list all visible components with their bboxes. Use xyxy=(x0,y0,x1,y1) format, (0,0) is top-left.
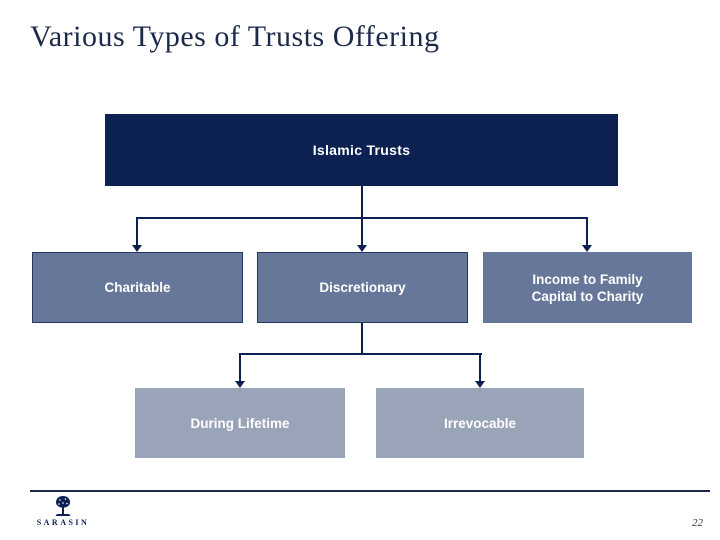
node-label: Islamic Trusts xyxy=(312,142,411,158)
arrowhead-down-icon xyxy=(582,245,592,252)
diagram-node-irrevocable: Irrevocable xyxy=(376,388,584,458)
node-label: Irrevocable xyxy=(443,415,517,431)
node-label: Charitable xyxy=(104,280,171,295)
tree-icon xyxy=(55,496,71,516)
connector-drop-discretionary xyxy=(361,217,363,246)
footer-divider xyxy=(30,490,710,492)
node-label-line1: Income to Family xyxy=(532,271,643,287)
diagram-node-charitable: Charitable xyxy=(32,252,243,323)
node-label: Discretionary xyxy=(319,280,406,295)
diagram-node-during-lifetime: During Lifetime xyxy=(135,388,345,458)
sarasin-logo: SARASIN xyxy=(33,495,93,527)
connector-root-down xyxy=(361,186,363,218)
page-title: Various Types of Trusts Offering xyxy=(30,20,440,53)
connector-drop-income xyxy=(586,217,588,246)
arrowhead-down-icon xyxy=(357,245,367,252)
connector-bottom-horizontal xyxy=(239,353,482,355)
arrowhead-down-icon xyxy=(235,381,245,388)
node-label: During Lifetime xyxy=(190,415,290,431)
node-label-line2: Capital to Charity xyxy=(531,288,644,304)
arrowhead-down-icon xyxy=(475,381,485,388)
logo-wordmark: SARASIN xyxy=(36,518,90,527)
diagram-node-income-to-family: Income to Family Capital to Charity xyxy=(483,252,692,323)
connector-drop-charitable xyxy=(136,217,138,246)
diagram-node-discretionary: Discretionary xyxy=(257,252,468,323)
page-number: 22 xyxy=(692,517,703,529)
connector-drop-during-lifetime xyxy=(239,353,241,382)
arrowhead-down-icon xyxy=(132,245,142,252)
connector-discretionary-down xyxy=(361,323,363,354)
connector-drop-irrevocable xyxy=(479,353,481,382)
diagram-node-islamic-trusts: Islamic Trusts xyxy=(105,114,618,186)
